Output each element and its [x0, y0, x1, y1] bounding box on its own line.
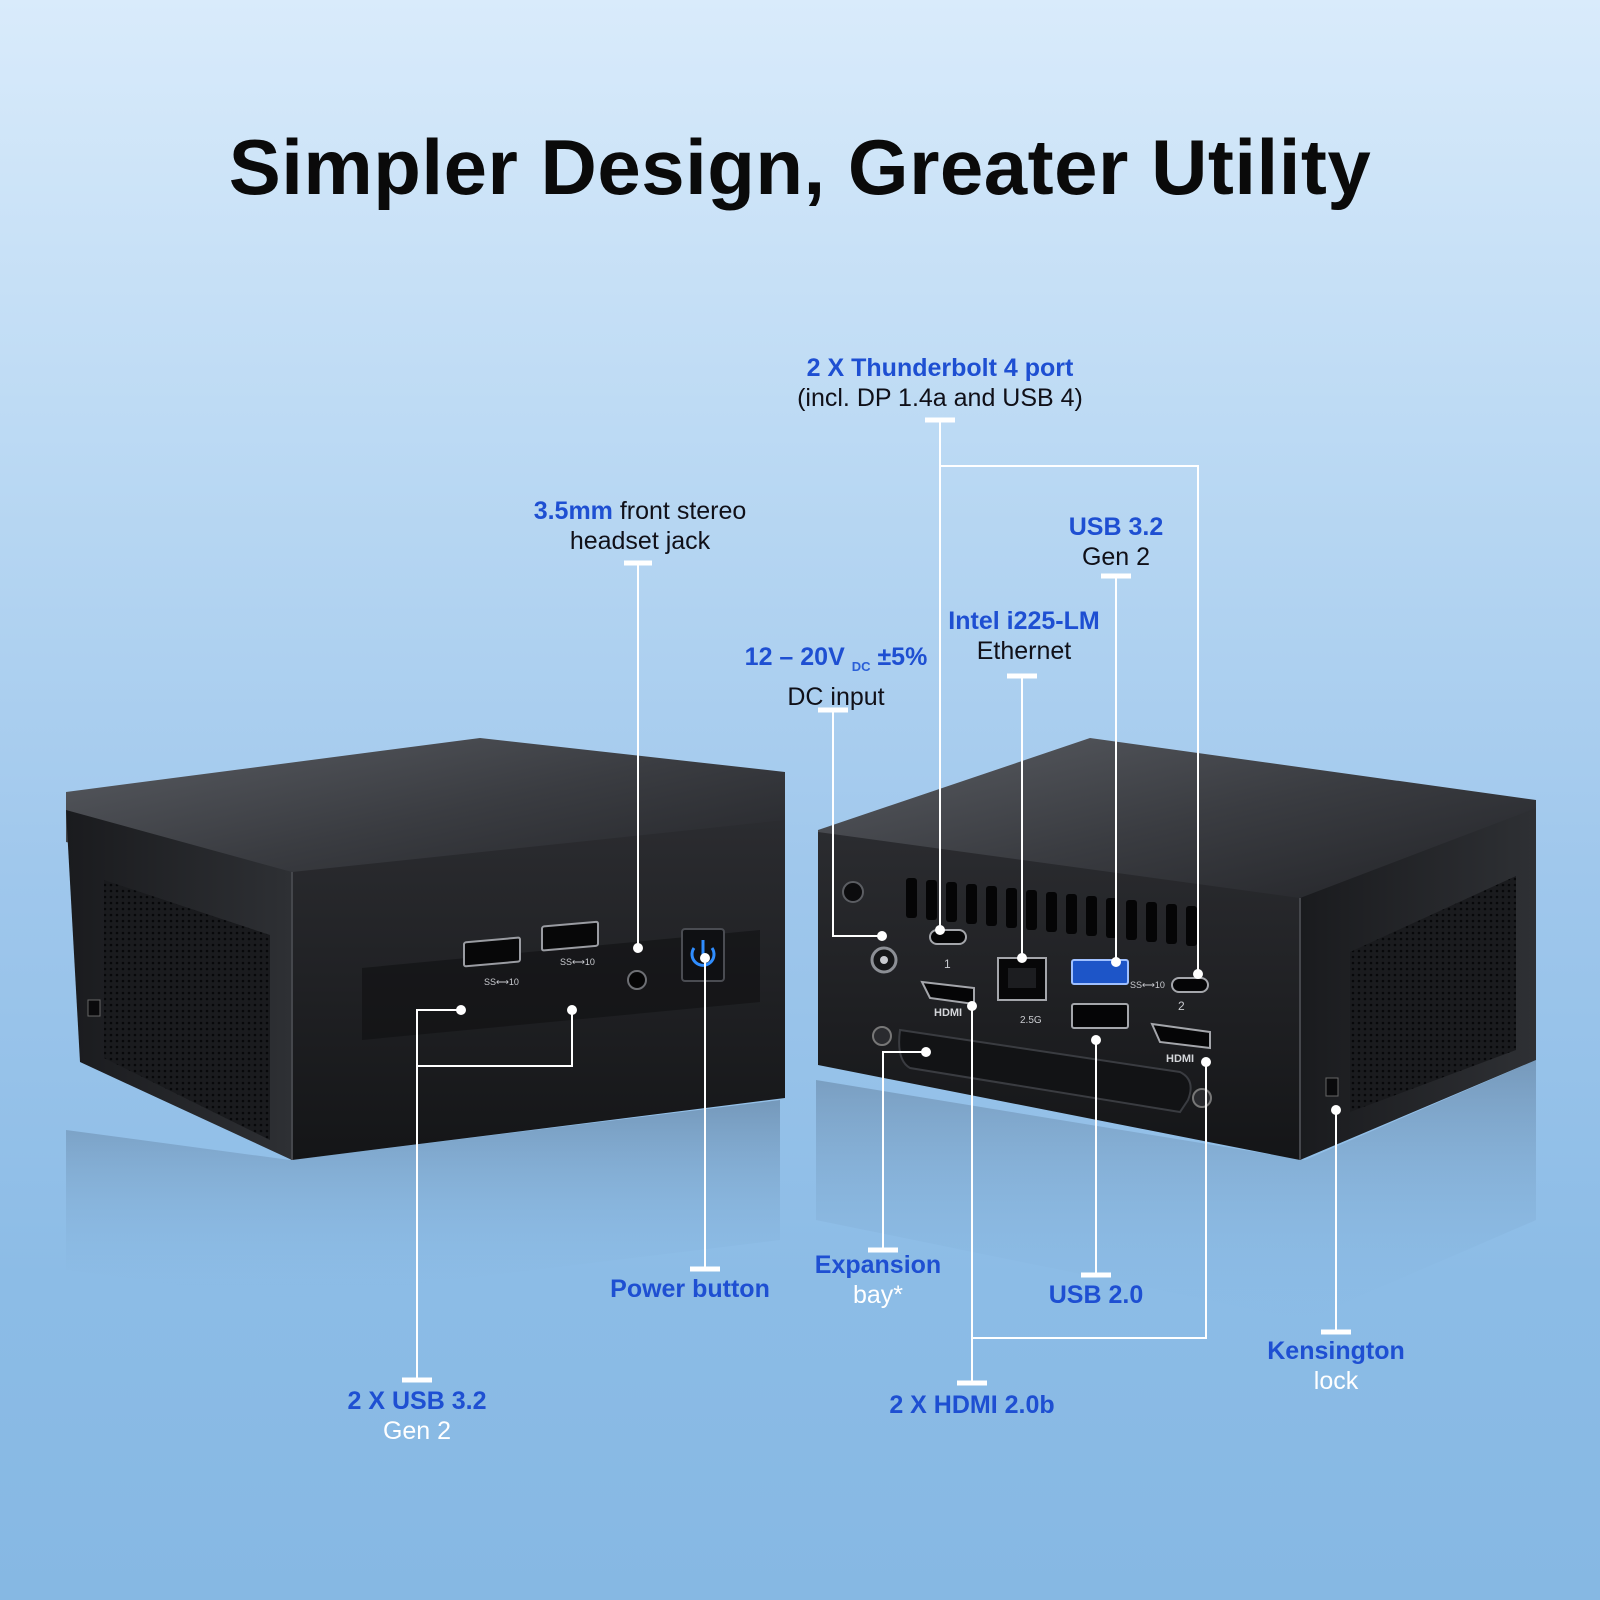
rear-unit-side-vent	[1350, 876, 1516, 1112]
label-hdmi: 2 X HDMI 2.0b	[889, 1391, 1055, 1419]
ethernet-port: 2.5G	[997, 957, 1047, 1026]
front-unit-reflection	[66, 1100, 780, 1300]
svg-text:1: 1	[944, 957, 951, 971]
rear-vent-fins	[906, 878, 1197, 946]
rear-unit: 1 HDMI 2.5G SS⟷10 2 HDMI	[816, 738, 1536, 1320]
dc-input-port	[870, 946, 898, 974]
front-usb-port-1: SS⟷10	[463, 936, 521, 987]
label-usb32-front: 2 X USB 3.2 Gen 2	[347, 1387, 487, 1445]
label-usb32-rear: USB 3.2 Gen 2	[1068, 513, 1164, 571]
svg-text:SS⟷10: SS⟷10	[1130, 980, 1165, 990]
rear-unit-reflection	[816, 1060, 1536, 1320]
thunderbolt-port-2: 2	[1171, 977, 1209, 1013]
front-unit: SS⟷10 SS⟷10	[66, 738, 785, 1300]
front-unit-side-vent	[104, 880, 270, 1140]
label-ethernet: Intel i225-LM Ethernet	[948, 607, 1100, 665]
svg-text:HDMI: HDMI	[934, 1007, 962, 1019]
svg-text:SS⟷10: SS⟷10	[560, 957, 595, 967]
expansion-screw-right	[1192, 1088, 1212, 1108]
label-kensington: Kensington lock	[1267, 1337, 1405, 1395]
headline: Simpler Design, Greater Utility	[228, 123, 1372, 211]
label-audio-jack: 3.5mm front stereo headset jack	[533, 497, 747, 555]
front-usb-port-2: SS⟷10	[541, 920, 599, 967]
expansion-screw-left	[872, 1026, 892, 1046]
label-usb20: USB 2.0	[1048, 1281, 1144, 1309]
label-expansion-bay: Expansion bay*	[814, 1251, 942, 1309]
callout-lines	[402, 417, 1351, 1386]
label-dc-input: 12 – 20V DC ±5% DC input	[744, 643, 928, 711]
front-kensington-slot	[87, 999, 101, 1017]
svg-text:HDMI: HDMI	[1166, 1053, 1194, 1065]
svg-text:2: 2	[1178, 999, 1185, 1013]
rear-usb20-port	[1071, 1003, 1129, 1029]
rear-kensington-slot	[1325, 1077, 1339, 1097]
rear-screw-top	[842, 881, 864, 903]
svg-text:SS⟷10: SS⟷10	[484, 977, 519, 987]
headset-jack	[627, 970, 647, 990]
svg-text:2.5G: 2.5G	[1020, 1015, 1042, 1026]
label-power-button: Power button	[610, 1275, 770, 1303]
label-thunderbolt: 2 X Thunderbolt 4 port (incl. DP 1.4a an…	[797, 354, 1083, 412]
hdmi-port-2: HDMI	[1150, 1022, 1211, 1065]
